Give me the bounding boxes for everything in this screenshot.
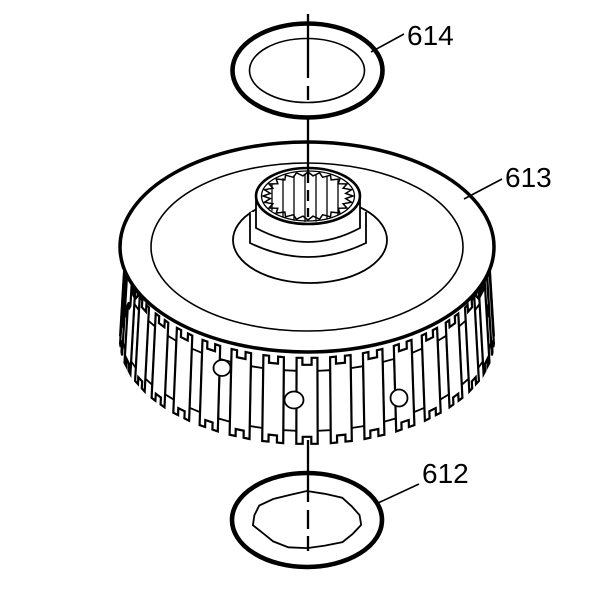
drum-spline-tooth (392, 338, 416, 433)
drum-spline-tooth (133, 294, 151, 395)
drum-spline-tooth (123, 275, 137, 379)
drum-spline-tooth (228, 347, 253, 441)
drum-hole (212, 359, 232, 377)
drum-spline-tooth (477, 275, 491, 379)
callout-label-612: 612 (422, 458, 469, 489)
part-613-clutch-drum (118, 140, 496, 445)
callout-label-614: 614 (407, 20, 454, 51)
callouts: 614 613 612 (370, 20, 552, 504)
drum-spline-tooth (444, 311, 464, 410)
drum-hole (389, 388, 409, 408)
drum-spline-tooth (420, 326, 442, 423)
drum-hole (283, 390, 305, 410)
leader-line-613 (463, 178, 503, 200)
drum-spline-tooth (328, 353, 353, 445)
drum-spline-tooth (198, 338, 222, 433)
hub-spline-teeth-ring (260, 171, 356, 221)
drum-spline-tooth (361, 347, 386, 441)
hub-internal-splines (260, 171, 356, 222)
drum-spline-tooth (261, 353, 286, 445)
drum-spline-tooth (172, 326, 194, 423)
drum-spline-teeth-band (118, 205, 496, 445)
drum-tooth-gap (316, 369, 332, 432)
drum-spline-tooth (463, 294, 481, 395)
leader-line-614 (370, 33, 405, 53)
callout-label-613: 613 (505, 162, 552, 193)
drum-spline-tooth (295, 356, 319, 445)
drum-spline-tooth (150, 311, 170, 410)
leader-line-612 (377, 483, 420, 504)
